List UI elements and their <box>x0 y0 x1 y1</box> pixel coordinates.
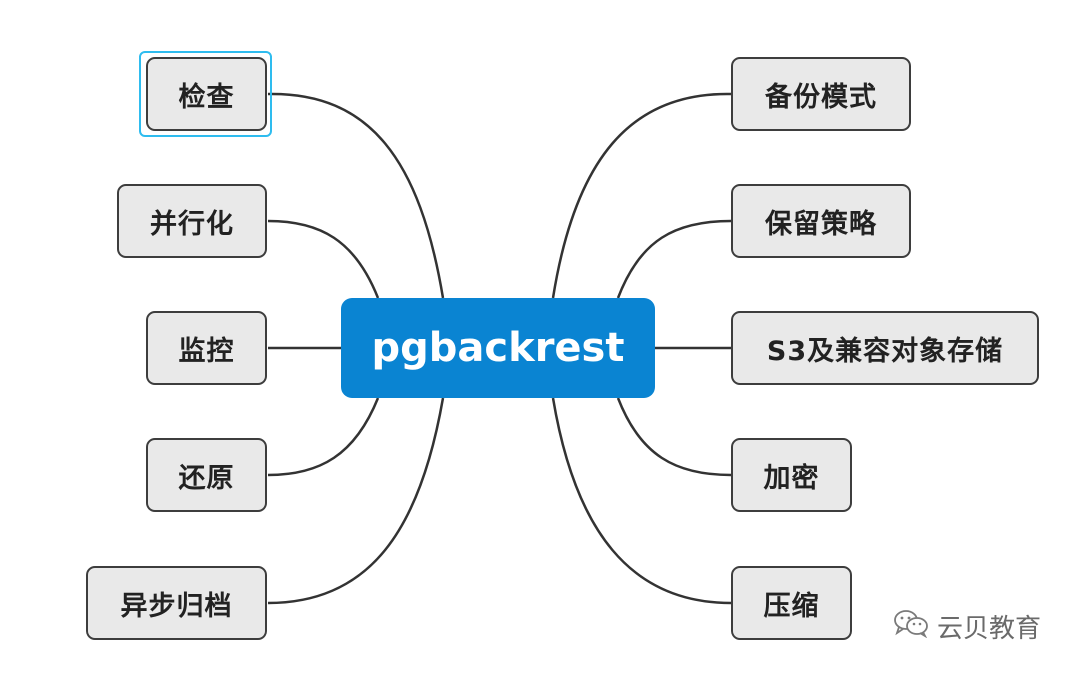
topic-monitor-label: 监控 <box>178 335 235 367</box>
topic-parallel-label: 并行化 <box>150 208 234 240</box>
connector-async-archive <box>267 397 445 605</box>
connector-backup-mode <box>551 92 732 299</box>
connector-retention <box>616 219 732 299</box>
topic-restore[interactable]: 还原 <box>146 438 267 512</box>
watermark-text: 云贝教育 <box>937 614 1042 644</box>
connector-parallel <box>267 219 380 299</box>
topic-parallel[interactable]: 并行化 <box>117 184 267 258</box>
topic-s3-storage[interactable]: S3及兼容对象存储 <box>731 311 1039 385</box>
connector-encryption <box>616 397 732 477</box>
selection-highlight <box>139 51 272 137</box>
topic-s3-storage-label: S3及兼容对象存储 <box>766 335 1004 367</box>
central-topic-label: pgbackrest <box>371 325 625 371</box>
topic-retention-policy-label: 保留策略 <box>765 208 877 240</box>
topic-retention-policy[interactable]: 保留策略 <box>731 184 911 258</box>
connector-compression <box>551 397 732 605</box>
topic-async-archive-label: 异步归档 <box>120 590 233 622</box>
topic-backup-mode-label: 备份模式 <box>765 81 877 113</box>
topic-check[interactable]: 检查 <box>146 57 267 131</box>
topic-compression[interactable]: 压缩 <box>731 566 852 640</box>
watermark: 云贝教育 <box>893 608 1041 645</box>
topic-monitor[interactable]: 监控 <box>146 311 267 385</box>
topic-async-archive[interactable]: 异步归档 <box>86 566 267 640</box>
central-topic[interactable]: pgbackrest <box>341 298 655 398</box>
topic-backup-mode[interactable]: 备份模式 <box>731 57 911 131</box>
connector-restore <box>267 397 380 477</box>
topic-encryption-label: 加密 <box>763 462 820 494</box>
topic-check-label: 检查 <box>178 81 235 113</box>
connector-check <box>267 92 445 299</box>
topic-restore-label: 还原 <box>178 462 235 494</box>
topic-encryption[interactable]: 加密 <box>731 438 852 512</box>
wechat-icon <box>893 608 929 645</box>
topic-compression-label: 压缩 <box>763 590 820 622</box>
